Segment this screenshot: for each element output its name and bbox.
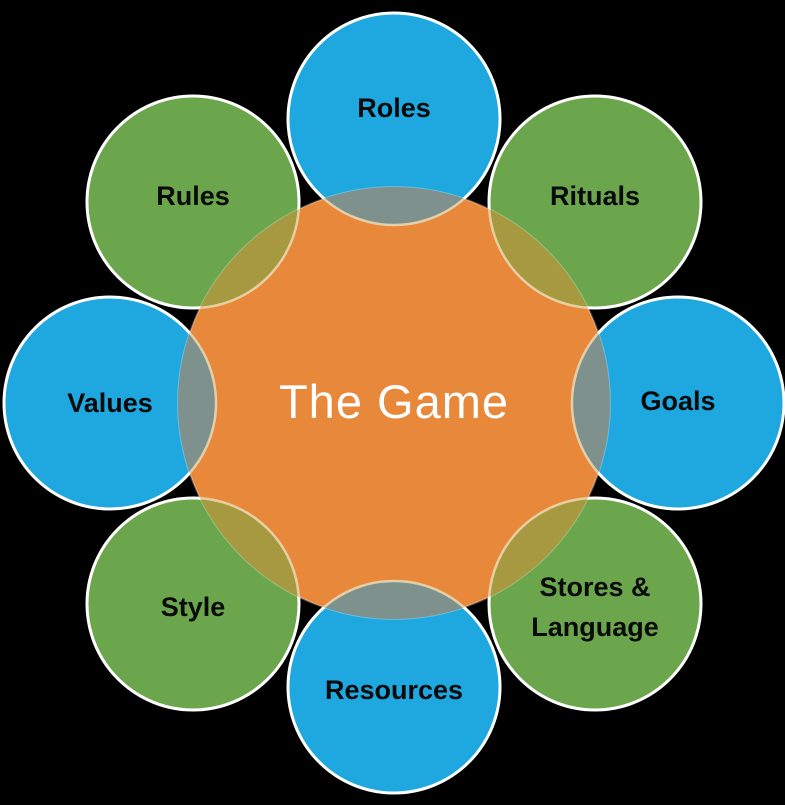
overlap-roles-hub: [286, 187, 502, 227]
label-values: Values: [67, 388, 153, 418]
overlap-goals-hub: [570, 295, 610, 511]
hub-label: The Game: [279, 375, 509, 428]
label-rules: Rules: [156, 181, 230, 211]
label-stores-language-line2: Language: [531, 612, 659, 642]
label-resources: Resources: [325, 675, 463, 705]
labels: Roles Rituals Goals Stores & Language Re…: [67, 93, 715, 705]
overlap-values-hub: [178, 295, 218, 511]
label-goals: Goals: [640, 386, 715, 416]
label-roles: Roles: [357, 93, 431, 123]
overlap-resources-hub: [286, 579, 502, 619]
label-style: Style: [161, 592, 226, 622]
petal-circles: [2, 11, 785, 795]
label-stores-language-line1: Stores &: [539, 572, 650, 602]
label-rituals: Rituals: [550, 181, 640, 211]
